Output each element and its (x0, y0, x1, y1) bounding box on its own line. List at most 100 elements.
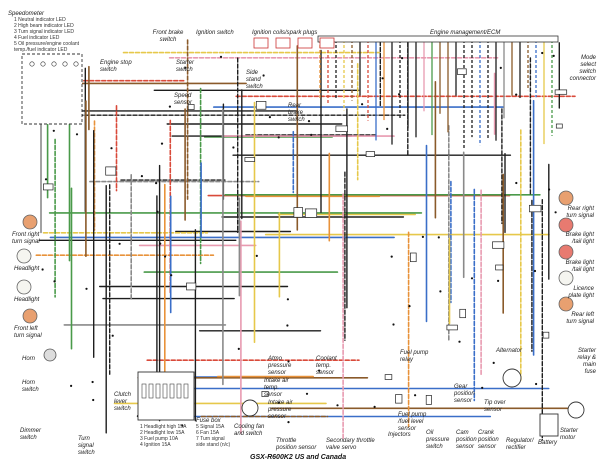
fuse-line: side stand (n/c) (196, 442, 231, 448)
junction-dot (53, 280, 56, 283)
engine-management-label: Engine management/ECM (430, 30, 501, 36)
junction-dot (219, 55, 223, 59)
indicator-led (51, 61, 57, 67)
brake-light-label: Brake light /tail light (565, 260, 594, 273)
alternator-body (502, 368, 522, 388)
connector-block (395, 394, 403, 404)
junction-dot (414, 394, 417, 397)
atmo-pressure-sensor-label: Atmo pressure sensor (268, 356, 292, 376)
junction-dot (336, 404, 339, 407)
junction-dot (92, 398, 95, 402)
connector-block (542, 331, 550, 339)
indicator-led (40, 61, 46, 67)
ignition-coil (319, 37, 335, 49)
fuse-line: 5 Signal 15A (196, 424, 225, 430)
junction-dot (305, 392, 309, 395)
junction-dot (286, 324, 289, 327)
junction-dot (268, 116, 271, 119)
side-stand-switch-label: Side stand switch (246, 70, 263, 90)
junction-dot (156, 210, 159, 213)
components (16, 53, 585, 437)
ignition-coil (275, 37, 291, 49)
junction-dot (170, 274, 173, 277)
junction-dot (85, 287, 88, 290)
junction-dot (390, 255, 393, 258)
junction-dot (499, 66, 502, 69)
battery-label: Battery (538, 440, 558, 446)
junction-dot (75, 133, 79, 136)
licence-plate-light-label: Licence plate light (568, 286, 594, 299)
regulator-rectifier-label: Regulator/ rectifier (506, 438, 534, 451)
starter-motor-label: Starter motor (560, 428, 579, 441)
indicator-led (73, 61, 79, 67)
connector-block (187, 104, 195, 110)
dimmer-switch-label: Dimmer switch (20, 428, 41, 441)
junction-dot (307, 120, 311, 123)
connector-block (255, 101, 267, 110)
starter-switch-label: Starter switch (176, 60, 195, 73)
rear-right-turn-signal-lamp (558, 190, 574, 206)
fuse-box-label: Fuse box (196, 418, 221, 424)
connector-block (304, 208, 318, 218)
ignition-coils-label: Ignition coils/spark plugs (252, 30, 318, 36)
junction-dot (164, 255, 167, 258)
junction-dot (554, 211, 557, 214)
junction-dot (111, 334, 114, 337)
connector-blocks (41, 35, 568, 427)
ignition-coil (297, 37, 313, 49)
junction-dot (287, 421, 290, 424)
crank-position-sensor-label: Crank position sensor (478, 430, 499, 450)
junction-dot (439, 290, 442, 293)
junction-dot (184, 66, 187, 69)
fuse-line: 4 Ignition 15A (140, 442, 171, 448)
junction-dot (168, 105, 171, 108)
connector-block (457, 68, 467, 75)
junction-dot (255, 254, 258, 257)
connector-block (186, 282, 197, 291)
throttle-position-sensor-label: Throttle position sensor (276, 438, 317, 451)
intake-air-temp-sensor-label: Intake air temp. sensor (264, 378, 289, 398)
junction-dot (91, 380, 94, 384)
brake-light-label: Brake light /tail light (565, 232, 594, 245)
connector-block (459, 308, 466, 319)
rear-left-turn-signal-label: Rear left turn signal (566, 312, 594, 325)
junction-dot (52, 129, 55, 132)
indicator-led (62, 61, 68, 67)
diagram-title: GSX-R600K2 US and Canada (250, 454, 347, 461)
junction-dot (437, 236, 440, 239)
connector-block (446, 324, 458, 331)
headlight-lamp (16, 248, 32, 264)
turn-signal-switch-label: Turn signal switch (78, 436, 95, 456)
junction-dot (398, 93, 401, 96)
ecm-connector (317, 35, 559, 43)
rear-brake-switch-label: Rear brake switch (288, 103, 305, 123)
front-right-turn-signal-lamp (22, 214, 38, 230)
ignition-coil (253, 37, 269, 49)
junction-dot (408, 305, 411, 308)
brake-light-lamp (558, 217, 574, 233)
engine-stop-switch-label: Engine stop switch (100, 60, 132, 73)
connector-block (410, 252, 417, 263)
junction-dot (318, 369, 321, 372)
junction-dot (110, 147, 113, 150)
horn-switch-label: Horn switch (22, 380, 39, 393)
junction-dot (492, 361, 495, 364)
headlight-lamp (16, 279, 32, 295)
fuse (162, 383, 168, 399)
junction-dot (286, 298, 289, 301)
brake-light-lamp (558, 244, 574, 260)
cam-position-sensor-label: Cam position sensor (456, 430, 477, 450)
front-right-turn-signal-label: Front right turn signal (12, 232, 40, 245)
oil-pressure-switch-label: Oil pressure switch (426, 430, 450, 450)
fuse-line: 3 Fuel pump 10A (140, 436, 179, 442)
junction-dot (232, 146, 235, 149)
junction-dot (497, 279, 500, 282)
connector-block (492, 241, 505, 249)
connector-block (365, 151, 376, 157)
junction-dot (381, 77, 384, 80)
starter-motor-body (567, 401, 585, 419)
connector-block (529, 204, 542, 213)
connector-block (555, 123, 563, 129)
junction-dot (552, 54, 555, 58)
